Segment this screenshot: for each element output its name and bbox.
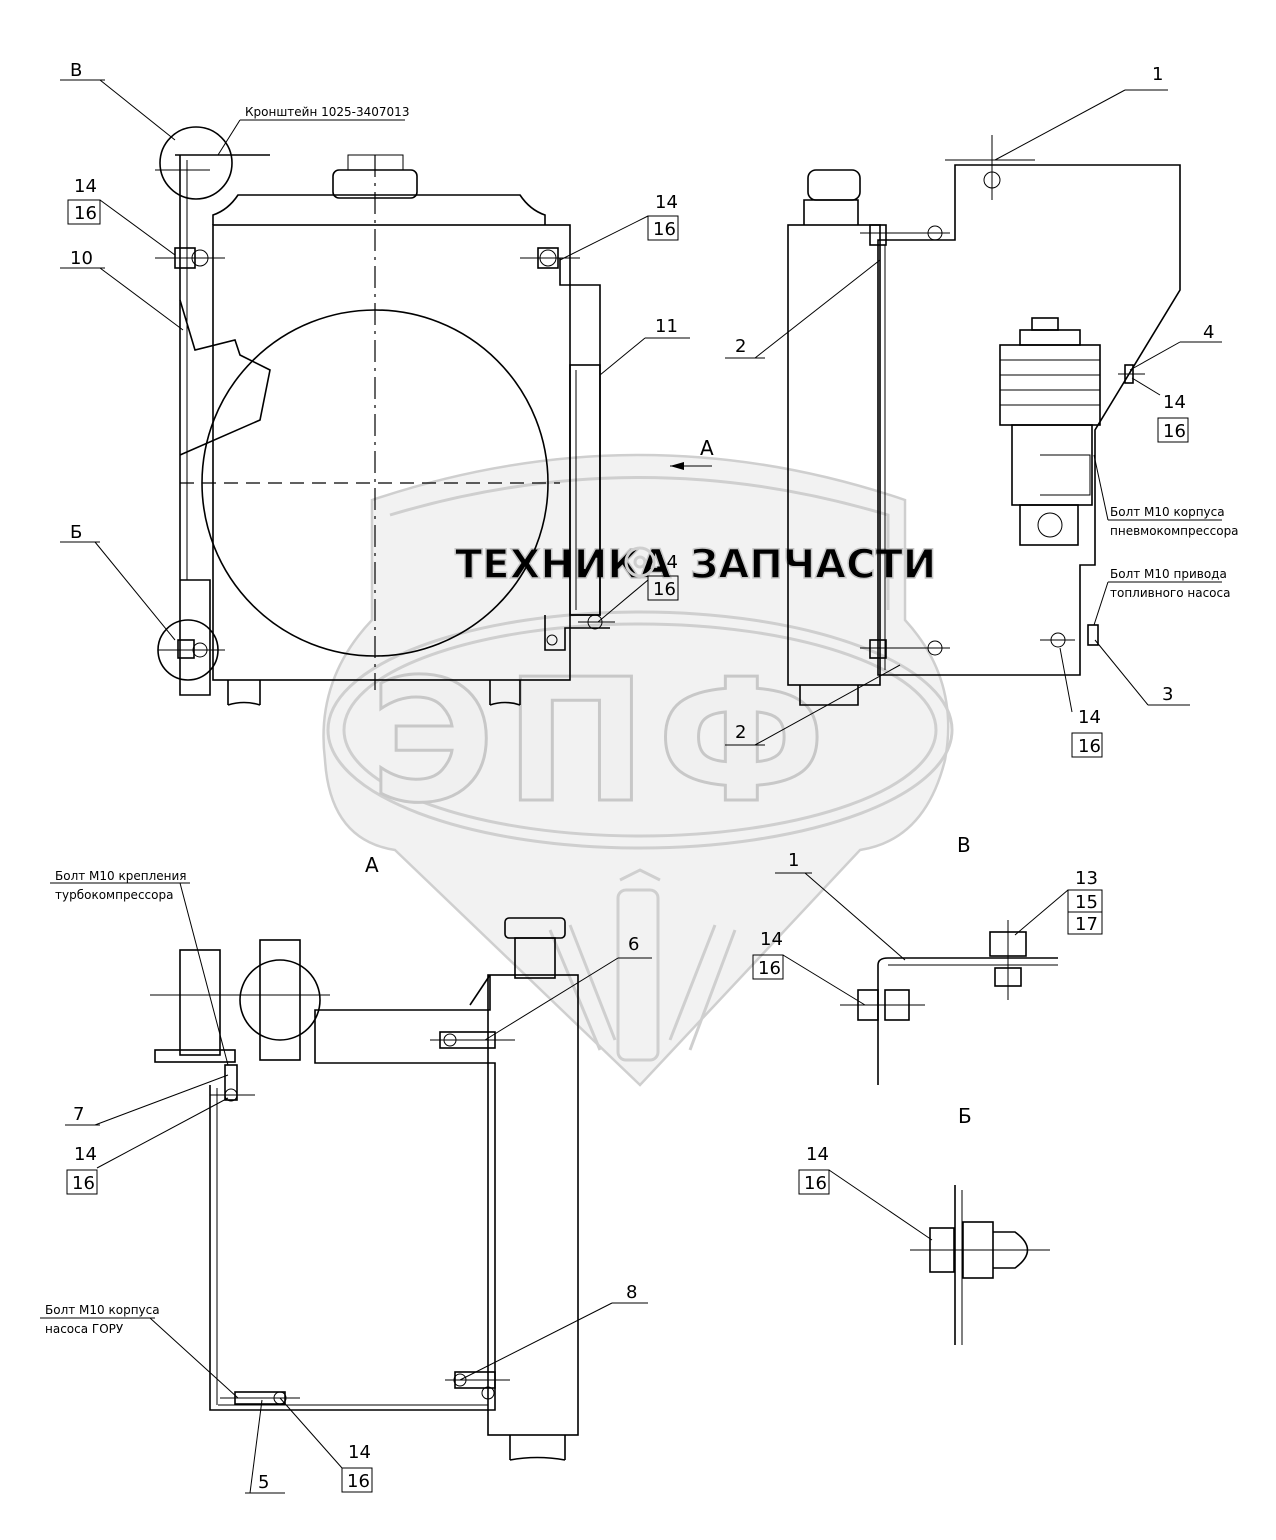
label-a-arrow: А: [700, 436, 714, 460]
label-14-c: 14: [655, 552, 678, 573]
label-b-left: Б: [70, 522, 82, 543]
view-left: [155, 126, 712, 706]
label-1-top: 1: [1152, 64, 1163, 85]
label-v-top: В: [70, 60, 82, 81]
view-a: [150, 917, 579, 1461]
label-16-h: 16: [758, 958, 781, 979]
label-11: 11: [655, 316, 678, 337]
watermark-shield: [322, 453, 950, 1087]
note-goru-1: Болт М10 корпуса: [45, 1303, 160, 1317]
label-a-view: А: [365, 853, 379, 877]
label-1-detail: 1: [788, 850, 799, 871]
label-14-a: 14: [74, 176, 97, 197]
note-turbo-1: Болт М10 крепления: [55, 869, 187, 883]
note-fuelpump-2: топливного насоса: [1110, 586, 1230, 600]
label-16-e: 16: [1078, 736, 1101, 757]
label-16-i: 16: [804, 1173, 827, 1194]
label-3: 3: [1162, 684, 1173, 705]
note-fuelpump-1: Болт М10 привода: [1110, 567, 1227, 581]
watermark-big-text: ЭПФ: [370, 643, 836, 841]
label-b-view: Б: [958, 1104, 972, 1128]
note-compressor-1: Болт М10 корпуса: [1110, 505, 1225, 519]
label-14-i: 14: [806, 1144, 829, 1165]
note-goru-2: насоса ГОРУ: [45, 1322, 124, 1336]
label-6: 6: [628, 934, 639, 955]
label-7: 7: [73, 1104, 84, 1125]
label-4: 4: [1203, 322, 1214, 343]
label-16-b: 16: [653, 219, 676, 240]
label-16-c: 16: [653, 579, 676, 600]
label-10: 10: [70, 248, 93, 269]
note-turbo-2: турбокомпрессора: [55, 888, 173, 902]
gear-icon: [624, 546, 656, 578]
wheat-icon: [548, 868, 737, 1062]
label-16-f: 16: [72, 1173, 95, 1194]
detail-b: [910, 1185, 1050, 1345]
label-2-lower: 2: [735, 722, 746, 743]
label-14-d: 14: [1163, 392, 1186, 413]
note-compressor-2: пневмокомпрессора: [1110, 524, 1239, 538]
label-14-h: 14: [760, 929, 783, 950]
watermark: ТЕХНИКА ЗАПЧАСТИ ЭПФ: [322, 453, 954, 1087]
turbocharger: [150, 939, 330, 1063]
label-15: 15: [1075, 892, 1098, 913]
label-8: 8: [626, 1282, 637, 1303]
label-17: 17: [1075, 914, 1098, 935]
label-14-f: 14: [74, 1144, 97, 1165]
label-16-a: 16: [74, 203, 97, 224]
callouts: В Кронштейн 1025-3407013 14 16 10 Б 14 1…: [40, 60, 1239, 1494]
view-right: [787, 135, 1181, 706]
label-v-view: В: [957, 833, 971, 857]
air-compressor: [999, 317, 1101, 546]
label-14-g: 14: [348, 1442, 371, 1463]
label-13: 13: [1075, 868, 1098, 889]
detail-v: [840, 920, 1058, 1085]
label-16-d: 16: [1163, 421, 1186, 442]
label-14-b: 14: [655, 192, 678, 213]
label-5: 5: [258, 1472, 269, 1493]
label-16-g: 16: [347, 1471, 370, 1492]
watermark-text-right: ЗАПЧАСТИ: [690, 542, 936, 588]
note-bracket: Кронштейн 1025-3407013: [245, 105, 409, 119]
label-14-e: 14: [1078, 707, 1101, 728]
label-2-upper: 2: [735, 336, 746, 357]
